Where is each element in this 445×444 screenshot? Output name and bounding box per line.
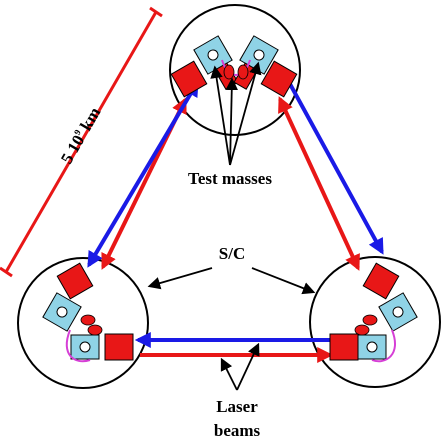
optical-bench-left-lower [70,334,100,360]
pointer-laser-left [220,357,238,391]
telescope-right-lower [329,333,359,361]
pointer-sc-right [251,267,316,295]
fiber-loop-top [221,59,251,76]
pointer-test-mass-center [225,77,239,166]
spacecraft-label: S/C [219,244,245,263]
dimension-tick-bottom [0,266,13,278]
test-mass-left-1 [80,314,96,326]
test-masses-label: Test masses [188,169,272,188]
spacecraft-left [17,257,149,389]
optical-bench-left-upper [42,292,82,332]
laser-label-line2: beams [214,421,261,440]
payload-top [170,35,298,98]
pointer-sc-left [147,267,213,290]
pointer-laser-right [236,342,260,391]
laser-beams [87,80,384,363]
dimension-line [4,11,158,273]
optical-bench-right-upper [378,292,418,332]
arm-length-label: 5 109km [57,104,104,167]
test-mass-top-right [237,64,249,80]
pointer-arrows [147,61,316,391]
telescope-left-upper [56,262,94,300]
telescope-left-lower [104,333,134,361]
test-mass-left-2 [87,324,103,336]
fiber-loop-right [371,329,396,363]
pointer-test-mass-right [229,61,262,166]
test-mass-top-left [223,64,235,80]
dimension-tick-top [149,6,163,18]
payload-left [42,262,134,363]
telescope-top-left [170,60,208,98]
arm-length-dimension: 5 109km [0,6,163,278]
beam-right-arm-outgoing [278,96,360,271]
optical-bench-right-lower [357,334,387,360]
spacecraft-top [169,4,301,136]
telescope-top-right [260,60,298,98]
beam-right-arm-return [288,83,384,255]
pointer-test-mass-left [210,65,231,166]
fiber-loop-left [65,329,91,363]
laser-label-line1: Laser [216,397,258,416]
spacecraft-right [309,256,441,388]
payload-right [329,262,418,363]
beam-left-arm-return [87,80,199,268]
arm-length-exponent: 9 [72,127,83,136]
test-mass-right-1 [362,314,378,326]
test-mass-right-2 [354,324,370,336]
telescope-right-upper [362,262,400,300]
